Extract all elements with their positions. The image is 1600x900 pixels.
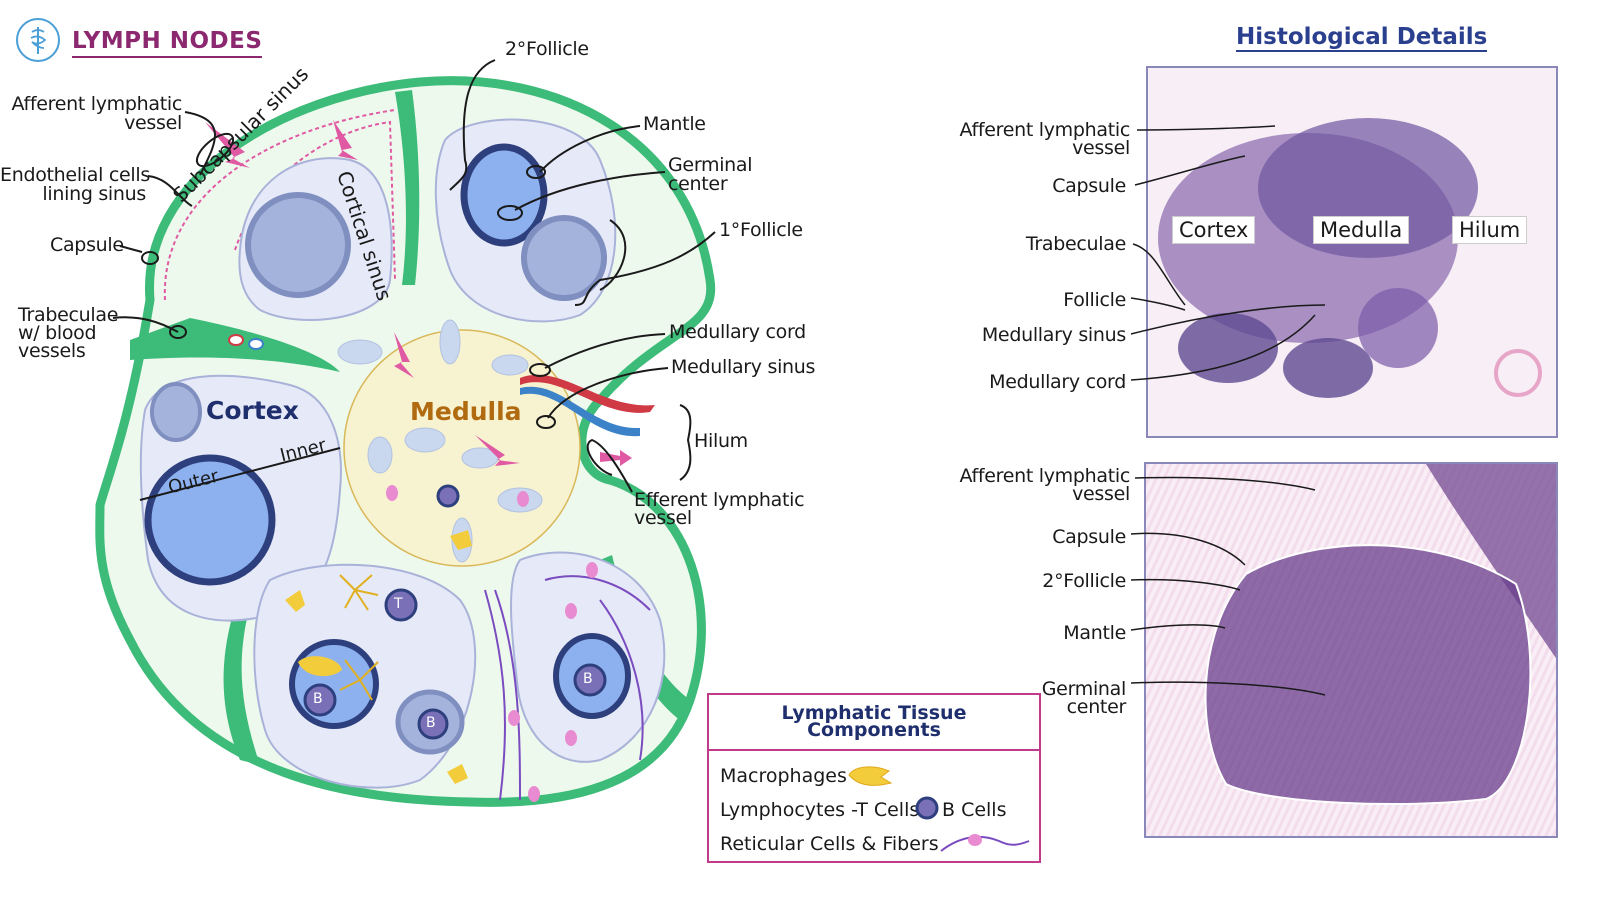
primary-follicle-circle-1: [245, 192, 351, 298]
legend-box: Lymphatic Tissue Components Macrophages …: [707, 693, 1041, 863]
label-efferent-2: vessel: [634, 507, 692, 529]
b-cell-label-2: B: [426, 715, 436, 731]
histology-image-top: [1146, 66, 1558, 438]
legend-title: Lymphatic Tissue Components: [709, 695, 1039, 751]
legend-macrophages: Macrophages: [720, 765, 847, 787]
label-secondary-follicle: 2°Follicle: [505, 38, 589, 60]
histology-bottom-tissue: [1204, 464, 1556, 805]
legend-title-line-2: Components: [807, 719, 941, 741]
b-cell-label-3: B: [583, 671, 593, 687]
tag-hilum: Hilum: [1452, 216, 1528, 244]
tag-medulla: Medulla: [1313, 216, 1410, 244]
label-efferent-1: Efferent lymphatic: [634, 489, 805, 511]
hist-top-capsule: Capsule: [1052, 175, 1126, 197]
label-trabeculae-1: Trabeculae: [18, 304, 119, 326]
reticular-star-cells: [339, 574, 379, 701]
hist-bot-germinal-1: Germinal: [1041, 678, 1127, 700]
label-medullary-sinus: Medullary sinus: [671, 356, 816, 378]
t-cell: [384, 588, 418, 622]
hist-bot-afferent-1: Afferent lymphatic: [959, 465, 1130, 487]
cortex-small-follicle: [150, 382, 202, 442]
cortex-divider-line: [139, 447, 341, 501]
label-germinal-2: center: [668, 173, 728, 195]
page-title: LYMPH NODES: [72, 28, 263, 58]
label-afferent-2: vessel: [124, 112, 182, 134]
legend-reticular: Reticular Cells & Fibers: [720, 833, 939, 855]
hist-top-follicle: Follicle: [1063, 289, 1126, 311]
label-cortex: Cortex: [206, 396, 299, 425]
reticular-fiber-icon: [940, 834, 1030, 852]
label-hilum: Hilum: [694, 430, 748, 452]
histology-top-tissue: [1158, 118, 1542, 398]
reticular-fibers: [484, 575, 651, 801]
trabecula-3: [223, 580, 260, 765]
hist-top-leaders: [1130, 125, 1326, 381]
macrophage-icon: [848, 766, 893, 786]
label-capsule: Capsule: [50, 234, 124, 256]
macrophage-1: [285, 590, 305, 612]
leader-lines: [112, 59, 716, 493]
b-cell-icon: [915, 796, 939, 820]
macrophage-4: [450, 530, 472, 550]
legend-b-cells: B Cells: [942, 799, 1007, 821]
legend-title-line-1: Lymphatic Tissue: [781, 702, 967, 724]
hist-bot-capsule: Capsule: [1052, 526, 1126, 548]
label-endothelial-2: lining sinus: [42, 183, 146, 205]
trabecula-vessel-blue: [248, 338, 264, 350]
pink-cells: [386, 485, 598, 802]
label-germinal-1: Germinal: [668, 154, 753, 176]
label-trabeculae-2: w/ blood: [18, 322, 97, 344]
trabecula-vessel-red: [228, 334, 244, 346]
b-cell-3: [573, 663, 607, 697]
histology-image-bottom: [1144, 462, 1558, 838]
b-cell-medulla: [436, 484, 460, 508]
label-endothelial-1: Endothelial cells: [0, 164, 150, 186]
label-mantle: Mantle: [643, 113, 706, 135]
hist-top-trabeculae: Trabeculae: [1025, 233, 1126, 255]
macrophage-2: [298, 656, 342, 677]
hist-top-medullary-sinus: Medullary sinus: [981, 324, 1126, 346]
t-cell-label: T: [394, 596, 403, 612]
primary-follicle-circle-2: [521, 215, 607, 301]
legend-t-cells: Lymphocytes -T Cells: [720, 799, 920, 821]
hist-bot-germinal-2: center: [1066, 696, 1127, 718]
subcapsular-sinus-line: [163, 109, 396, 301]
hist-top-medullary-cord: Medullary cord: [989, 371, 1126, 393]
hist-bot-leaders: [1130, 476, 1326, 696]
secondary-follicle-mantle: [460, 143, 548, 247]
label-medulla: Medulla: [410, 397, 522, 426]
label-medullary-cord: Medullary cord: [669, 321, 806, 343]
macrophage-3: [447, 764, 468, 784]
b-cell-1: [303, 683, 337, 717]
b-cell-label-1: B: [313, 691, 323, 707]
histology-title: Histological Details: [1236, 24, 1488, 52]
hist-bot-secondary-follicle: 2°Follicle: [1042, 570, 1126, 592]
label-trabeculae-3: vessels: [18, 340, 86, 362]
hist-bot-afferent-2: vessel: [1072, 483, 1130, 505]
tag-cortex: Cortex: [1172, 216, 1256, 244]
lymph-node-diagram: [95, 59, 716, 807]
hist-top-afferent-2: vessel: [1072, 137, 1130, 159]
trabecula-2: [395, 90, 420, 285]
caduceus-logo-icon: [16, 18, 60, 62]
b-cell-2: [417, 708, 449, 740]
hilum-artery: [520, 374, 655, 413]
label-primary-follicle: 1°Follicle: [719, 219, 803, 241]
hilum-vein: [520, 386, 640, 437]
label-afferent-1: Afferent lymphatic: [11, 93, 182, 115]
hist-bot-mantle: Mantle: [1063, 622, 1126, 644]
hist-top-afferent-1: Afferent lymphatic: [959, 119, 1130, 141]
caduceus-icon: [30, 27, 47, 54]
